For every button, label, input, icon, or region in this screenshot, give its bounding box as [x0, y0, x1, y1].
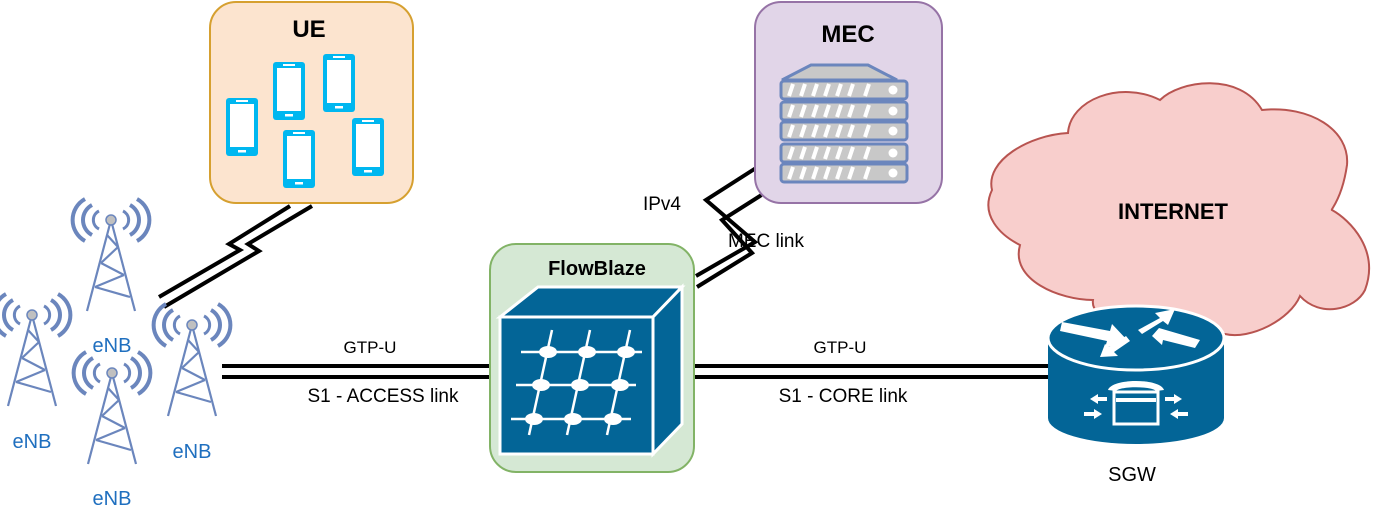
flowblaze-title: FlowBlaze [548, 258, 646, 280]
access-protocol-label: GTP-U [344, 338, 397, 357]
router-icon [1046, 304, 1226, 444]
cell-tower-icon [0, 292, 73, 408]
enb-label: eNB [13, 431, 52, 453]
core-link-label: S1 - CORE link [779, 386, 908, 407]
sgw-node[interactable]: SGW [1046, 304, 1226, 486]
mec-title: MEC [821, 21, 874, 48]
mec-node[interactable]: MEC [754, 1, 943, 204]
switch-cube-icon [495, 283, 686, 458]
enb-label: eNB [93, 335, 132, 357]
mec-protocol-label: IPv4 [643, 194, 681, 215]
ue-title: UE [292, 16, 325, 43]
enb-node[interactable]: eNB [70, 197, 152, 357]
access-link [222, 364, 500, 379]
enb-node[interactable]: eNB [0, 292, 73, 453]
internet-node[interactable]: INTERNET [987, 82, 1371, 337]
core-link [682, 364, 1048, 379]
flowblaze-node[interactable]: FlowBlaze [489, 243, 695, 473]
internet-title: INTERNET [1118, 199, 1229, 224]
enb-label: eNB [93, 488, 132, 510]
server-rack-icon [779, 63, 909, 184]
cell-tower-icon [71, 350, 153, 466]
enb-label: eNB [173, 441, 212, 463]
core-protocol-label: GTP-U [814, 338, 867, 357]
ue-node[interactable]: UE [209, 1, 414, 204]
phone-icon [273, 62, 305, 120]
phone-icon [226, 98, 258, 156]
phone-icon [352, 118, 384, 176]
cell-tower-icon [151, 302, 233, 418]
enb-node[interactable]: eNB [151, 302, 233, 463]
cloud-shape [987, 82, 1371, 337]
sgw-label: SGW [1108, 464, 1156, 486]
enb-node[interactable]: eNB [71, 350, 153, 510]
cell-tower-icon [70, 197, 152, 313]
mec-link-label: MEC link [728, 231, 805, 252]
ue-radio-link [157, 204, 314, 309]
phone-icon [283, 130, 315, 188]
phone-icon [323, 54, 355, 112]
access-link-label: S1 - ACCESS link [308, 386, 459, 407]
